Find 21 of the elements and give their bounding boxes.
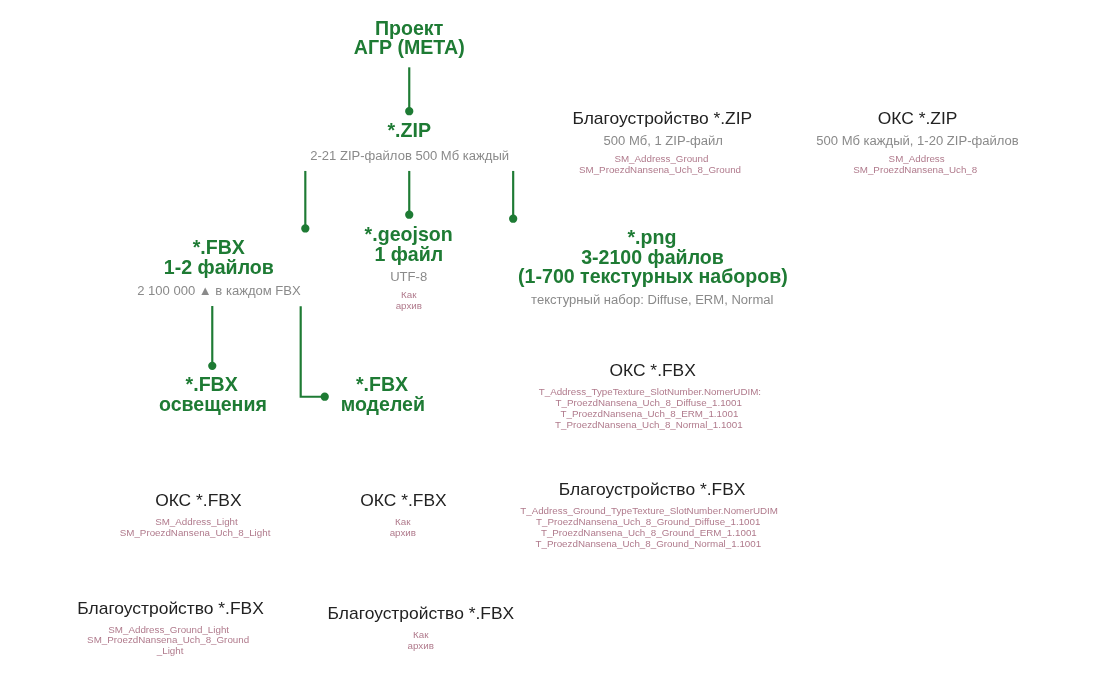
node-text: ОКС *.FBX Как архив	[360, 489, 447, 538]
connector	[208, 306, 217, 370]
node-text: Благоустройство *.FBX T_Address_Ground_TypeTexture_SlotNumber.NomerUDIM T_ProezdNansena_Uch_8_Ground_Diffuse_1.1001 T_ProezdNansena_Uch_8_Ground_ERM_1.1001 T_ProezdNansena_Uch_8_Ground_Normal_1.1001	[520, 478, 778, 549]
connector	[405, 170, 414, 219]
node-text: Благоустройство *.FBX Как архив	[327, 603, 515, 651]
node-text: Проект АГР (МЕТА)	[353, 16, 465, 59]
node-text: ОКС *.ZIP 500 Мб каждый, 1-20 ZIP-файлов SM_Address SM_ProezdNansena_Uch_8	[816, 107, 1019, 176]
node-text: *.geojson 1 файл UTF-8 Как архив	[364, 222, 453, 312]
node-text: *.ZIP 2-21 ZIP-файлов 500 Мб каждый	[310, 118, 510, 163]
connector	[299, 306, 329, 401]
connector	[509, 170, 518, 223]
node-text: *.FBX моделей	[340, 373, 426, 415]
connector	[405, 67, 414, 116]
connector	[301, 170, 310, 233]
node-text: *.FBX освещения	[158, 373, 267, 415]
node-text: Благоустройство *.ZIP 500 Мб, 1 ZIP-файл SM_Address_Ground SM_ProezdNansena_Uch_8_Ground	[572, 107, 753, 176]
node-text: *.FBX 1-2 файлов 2 100 000 ▲ в каждом FBX	[137, 236, 301, 298]
node-text: *.png 3-2100 файлов (1-700 текстурных наборов) текстурный набор: Diffuse, ERM, Normal	[518, 226, 788, 308]
node-text: ОКС *.FBX T_Address_TypeTexture_SlotNumber.NomerUDIM: T_ProezdNansena_Uch_8_Diffuse_1.1001 T_ProezdNansena_Uch_8_ERM_1.1001 T_ProezdNansena_Uch_8_Normal_1.1001	[538, 360, 762, 430]
node-text: ОКС *.FBX SM_Address_Light SM_ProezdNansena_Uch_8_Light	[119, 489, 271, 538]
node-text: Благоустройство *.FBX SM_Address_Ground_Light SM_ProezdNansena_Uch_8_Ground _Light	[77, 597, 264, 657]
